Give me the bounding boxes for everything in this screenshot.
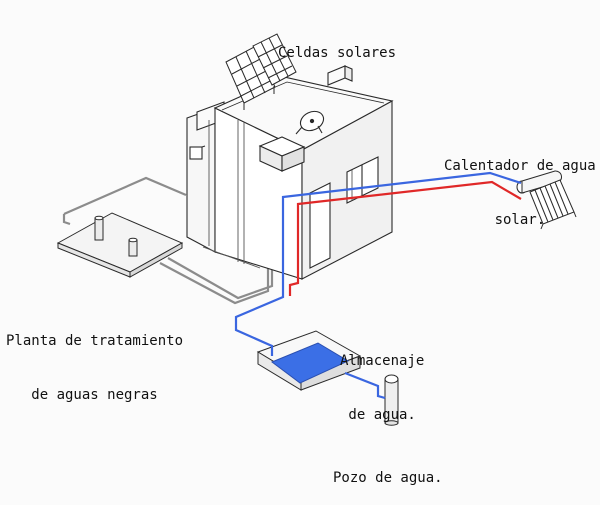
cold-water-pipe xyxy=(234,171,522,400)
treatment-plant xyxy=(56,212,184,278)
house-water-system-diagram xyxy=(56,33,577,426)
house xyxy=(186,65,394,280)
water-storage-text-line2: de agua. xyxy=(348,407,416,423)
solar-panels xyxy=(225,33,297,110)
solar-water-heater xyxy=(516,170,577,230)
water-storage-label: Almacenaje de agua. xyxy=(340,316,424,442)
solar-cells-label: Celdas solares xyxy=(278,8,396,80)
treatment-plant-text-line1: Planta de tratamiento xyxy=(6,333,184,349)
water-well xyxy=(384,374,399,426)
solar-heater-text-line1: Calentador de agua xyxy=(444,158,596,174)
solar-cells-text: Celdas solares xyxy=(278,45,397,61)
wastewater-pipes xyxy=(62,176,274,305)
water-well-label: Pozo de agua. xyxy=(333,433,443,505)
solar-heater-label: Calentador de agua solar. xyxy=(444,121,596,247)
hot-water-pipe xyxy=(288,180,522,296)
treatment-plant-text-line2: de aguas negras xyxy=(31,387,158,403)
solar-heater-text-line2: solar. xyxy=(494,212,546,228)
water-storage xyxy=(256,330,362,391)
treatment-plant-label: Planta de tratamiento de aguas negras xyxy=(6,296,183,422)
water-storage-text-line1: Almacenaje xyxy=(340,353,425,369)
water-well-text: Pozo de agua. xyxy=(333,470,443,486)
